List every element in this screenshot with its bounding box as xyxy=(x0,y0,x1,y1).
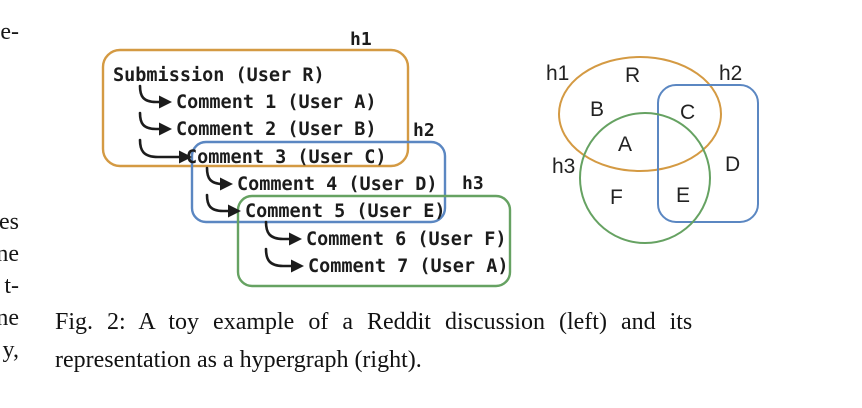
tree-node-submission: Submission (User R) xyxy=(113,65,325,86)
hypergraph-edge-label-h3: h3 xyxy=(552,155,576,178)
hyperedge-label-h3: h3 xyxy=(462,173,484,194)
tree-node-comment-1: Comment 1 (User A) xyxy=(176,92,377,113)
margin-text-fragment: ne xyxy=(0,305,19,331)
hyperedge-h3-circle xyxy=(579,112,711,244)
hypergraph-node-R: R xyxy=(625,64,641,87)
reply-arrow-comment-7 xyxy=(264,247,304,273)
reply-arrow-comment-1 xyxy=(138,84,172,109)
hyperedge-h2-rounded-rect xyxy=(657,84,759,223)
margin-text-fragment: e- xyxy=(0,19,19,45)
margin-text-fragment: ne xyxy=(0,241,19,267)
tree-node-comment-2: Comment 2 (User B) xyxy=(176,119,377,140)
tree-node-comment-4: Comment 4 (User D) xyxy=(237,174,438,195)
hypergraph-node-D: D xyxy=(725,153,741,176)
hyperedge-h1-ellipse xyxy=(558,56,722,172)
reply-arrow-comment-5 xyxy=(205,193,241,218)
hypergraph-node-C: C xyxy=(680,101,696,124)
hyperedge-h3-box xyxy=(236,194,512,288)
hypergraph-edge-label-h2: h2 xyxy=(719,62,743,85)
hyperedge-label-h2: h2 xyxy=(413,120,435,141)
reply-arrow-comment-3 xyxy=(138,138,192,164)
figure-caption-line-1: Fig. 2: A toy example of a Reddit discus… xyxy=(55,309,693,335)
figure-drawing-layer xyxy=(101,48,759,288)
hypergraph-node-E: E xyxy=(676,184,691,207)
tree-node-comment-6: Comment 6 (User F) xyxy=(306,229,507,250)
margin-text-fragment: t- xyxy=(4,273,19,299)
hypergraph-node-A: A xyxy=(618,133,633,156)
hyperedge-label-h1: h1 xyxy=(350,29,372,50)
figure-caption: Fig. 2: A toy example of a Reddit discus… xyxy=(55,303,755,379)
hypergraph-node-B: B xyxy=(590,98,605,121)
hypergraph-node-F: F xyxy=(610,186,623,209)
hyperedge-h1-box xyxy=(101,48,410,168)
reply-arrow-comment-4 xyxy=(205,166,233,191)
hypergraph-edge-label-h1: h1 xyxy=(546,62,570,85)
margin-text-fragment: y, xyxy=(2,337,19,363)
figure-caption-line-2: representation as a hypergraph (right). xyxy=(55,347,422,373)
tree-node-comment-5: Comment 5 (User E) xyxy=(245,201,446,222)
tree-node-comment-7: Comment 7 (User A) xyxy=(308,256,509,277)
tree-node-comment-3: Comment 3 (User C) xyxy=(186,147,387,168)
reply-arrow-comment-6 xyxy=(264,220,302,246)
hyperedge-h2-box xyxy=(190,140,447,224)
margin-text-fragment: es xyxy=(0,209,19,235)
reply-arrow-comment-2 xyxy=(138,111,172,136)
